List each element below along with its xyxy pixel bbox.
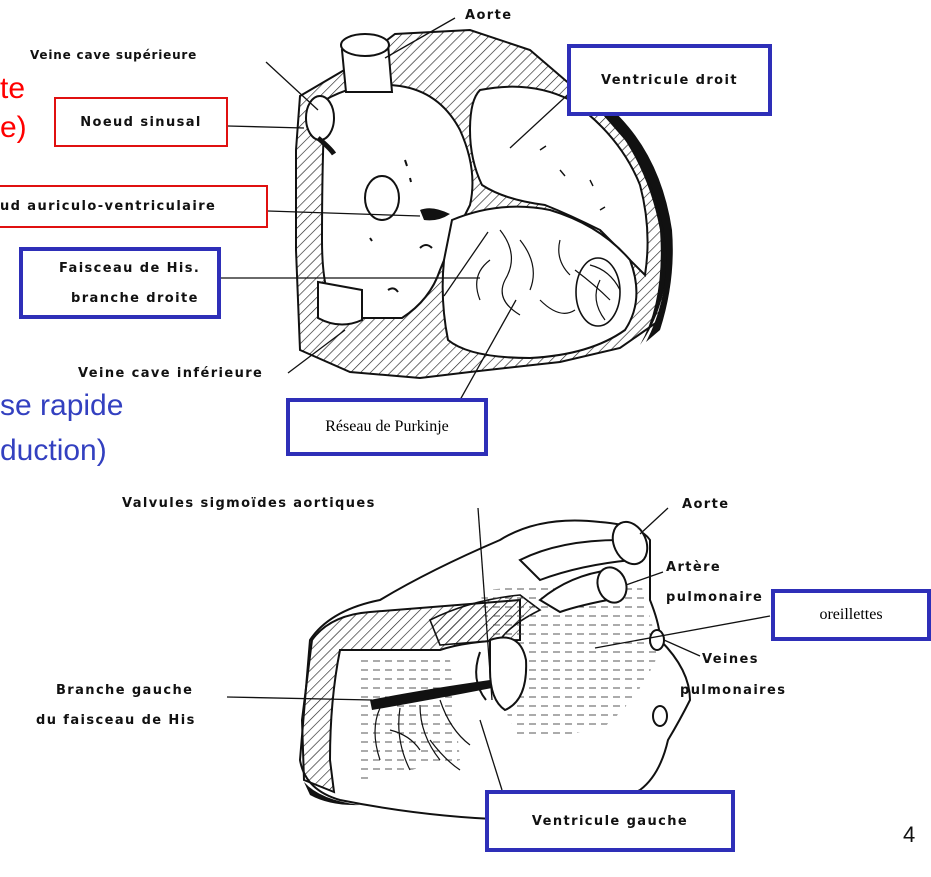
label-branche-gauche-line1: Branche gauche — [56, 683, 193, 698]
box-ventricule-droit: Ventricule droit — [567, 44, 772, 116]
red-title-fragment-1: te — [0, 72, 25, 106]
label-faisceau-his-line2: branche droite — [71, 291, 199, 306]
blue-title-fragment-2: duction) — [0, 434, 107, 468]
blue-title-fragment-1: se rapide — [0, 389, 123, 423]
red-title-fragment-2: e) — [0, 111, 27, 145]
label-reseau-purkinje: Réseau de Purkinje — [325, 418, 449, 436]
label-noeud-sinusal: Noeud sinusal — [80, 115, 202, 130]
label-aorte-top: Aorte — [465, 8, 512, 23]
label-aorte-bottom: Aorte — [682, 497, 729, 512]
box-ventricule-gauche: Ventricule gauche — [485, 790, 735, 852]
box-noeud-auriculo-ventriculaire: ud auriculo-ventriculaire — [0, 185, 268, 228]
box-reseau-purkinje: Réseau de Purkinje — [286, 398, 488, 456]
label-veines-line1: Veines — [702, 652, 759, 667]
box-noeud-sinusal: Noeud sinusal — [54, 97, 228, 147]
label-veine-cave-inferieure: Veine cave inférieure — [78, 366, 263, 381]
label-artere-line1: Artère — [666, 560, 721, 575]
label-noeud-auriculo-ventriculaire: ud auriculo-ventriculaire — [0, 199, 216, 214]
label-ventricule-droit: Ventricule droit — [601, 73, 738, 88]
label-branche-gauche-line2: du faisceau de His — [36, 713, 196, 728]
page-number: 4 — [903, 822, 915, 848]
label-veine-cave-superieure: Veine cave supérieure — [30, 48, 197, 62]
label-ventricule-gauche: Ventricule gauche — [532, 814, 688, 829]
label-valvules-sigmoides: Valvules sigmoïdes aortiques — [122, 496, 376, 511]
box-faisceau-his-droit: Faisceau de His. branche droite — [19, 247, 221, 319]
label-oreillettes: oreillettes — [819, 606, 882, 624]
box-oreillettes: oreillettes — [771, 589, 931, 641]
label-artere-line2: pulmonaire — [666, 590, 763, 605]
label-faisceau-his-line1: Faisceau de His. — [59, 261, 200, 276]
bottom-heart-drawing — [300, 516, 690, 820]
label-veines-line2: pulmonaires — [680, 683, 786, 698]
